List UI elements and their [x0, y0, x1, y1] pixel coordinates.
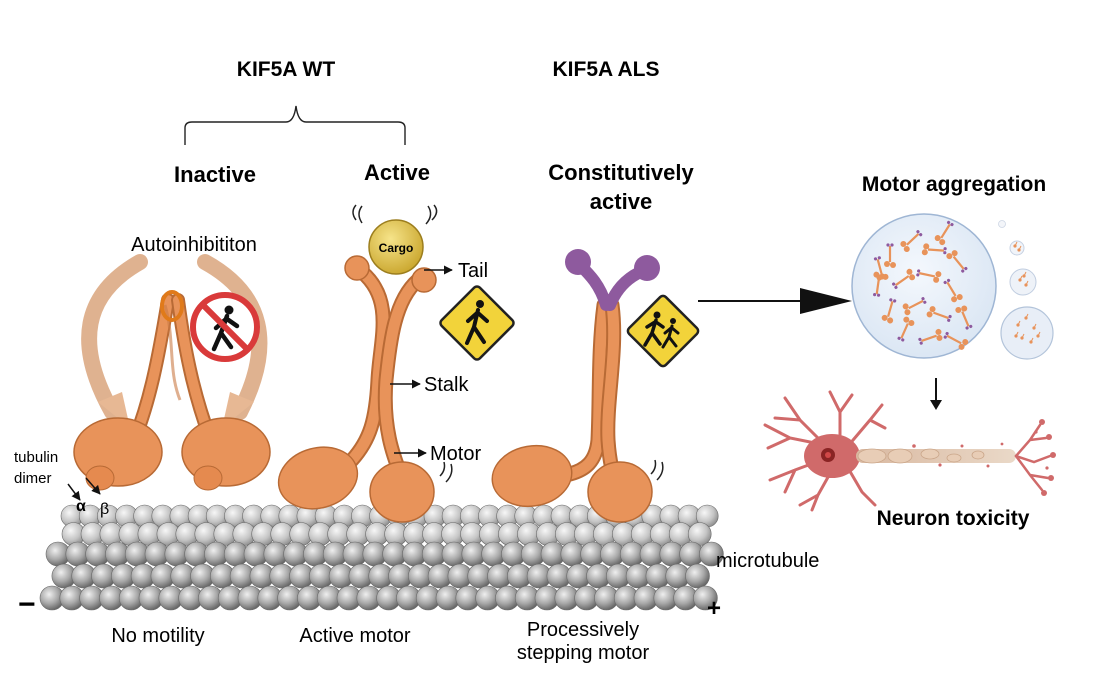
small-aggregates: [1013, 241, 1041, 344]
motor-label: Motor: [430, 443, 481, 465]
minus-end-label: −: [18, 588, 36, 621]
pedestrian-sign-icon: [439, 285, 515, 361]
beta-pointer: [85, 477, 101, 495]
processive-label-1: Processively: [527, 619, 639, 641]
beta-label: β: [100, 501, 109, 518]
state-active: Active: [364, 160, 430, 185]
motor-aggregation: [851, 213, 1054, 360]
cargo-label: Cargo: [379, 241, 414, 255]
running-sign-icon: [626, 294, 700, 368]
alpha-pointer: [67, 483, 81, 501]
microtubule-lattice: [39, 504, 724, 611]
als-motor: [491, 249, 664, 523]
toxicity-title: Neuron toxicity: [877, 507, 1030, 530]
tubulin-label-2: dimer: [14, 470, 52, 487]
autoinhibition-label: Autoinhibititon: [131, 234, 257, 256]
state-constitutive-1: Constitutively: [548, 160, 694, 185]
cargo-ball: [368, 219, 424, 275]
state-inactive: Inactive: [174, 162, 256, 187]
aggregation-title: Motor aggregation: [862, 173, 1046, 196]
autoinhibition-arrow-left: [81, 254, 148, 420]
no-pedestrian-sign-icon: [190, 292, 260, 362]
plus-end-label: +: [707, 595, 721, 622]
wt-brace: [184, 105, 406, 145]
processive-label-2: stepping motor: [517, 642, 650, 664]
alpha-label: α: [76, 498, 86, 515]
header-als: KIF5A ALS: [553, 58, 660, 81]
tubulin-label-1: tubulin: [14, 449, 58, 466]
state-constitutive-2: active: [590, 189, 652, 214]
no-motility-label: No motility: [111, 625, 204, 647]
microtubule-label: microtubule: [716, 550, 819, 572]
header-wt: KIF5A WT: [237, 58, 336, 81]
aggregated-motors: [873, 220, 973, 350]
active-motor-label: Active motor: [299, 625, 410, 647]
stalk-label: Stalk: [424, 374, 469, 396]
tail-label: Tail: [458, 260, 488, 282]
inactive-motor: [73, 254, 271, 491]
active-motor: [277, 204, 453, 523]
neuron-icon: [763, 390, 1056, 512]
